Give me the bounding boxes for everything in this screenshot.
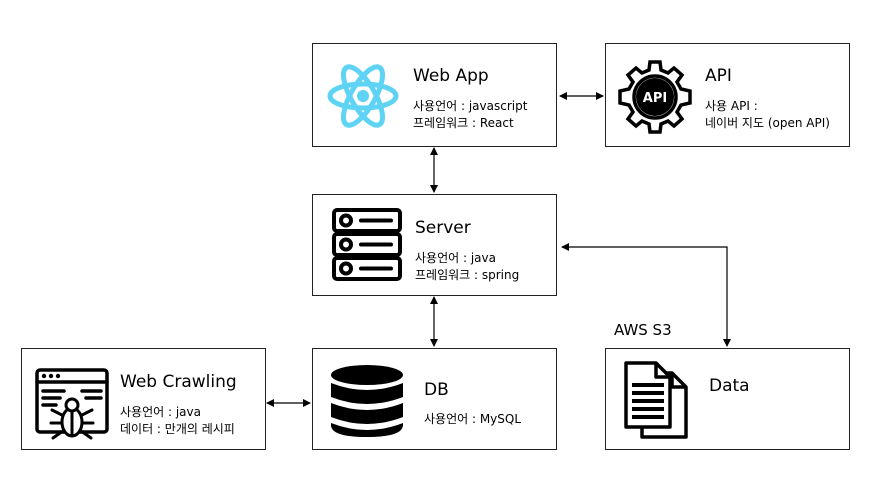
aws-s3-label: AWS S3 [614, 321, 672, 339]
react-icon [327, 64, 399, 128]
data-title: Data [709, 376, 750, 396]
db-title: DB [424, 380, 449, 400]
api-used-label: 사용 API : [705, 99, 758, 113]
api-title: API [705, 66, 732, 86]
webapp-language: 사용언어 : javascript [413, 99, 528, 113]
server-rack-icon [332, 208, 402, 281]
data-node: Data [605, 348, 850, 450]
server-framework: 프레임워크 : spring [415, 268, 520, 282]
api-node: API API 사용 API : 네이버 지도 (open API) [605, 43, 850, 147]
db-language: 사용언어 : MySQL [424, 412, 522, 426]
server-language: 사용언어 : java [415, 251, 496, 265]
webapp-title: Web App [413, 66, 489, 86]
gear-api-icon: API [618, 60, 692, 134]
crawling-language: 사용언어 : java [120, 405, 201, 419]
server-node: Server 사용언어 : java 프레임워크 : spring [312, 194, 557, 296]
crawling-source: 데이터 : 만개의 레시피 [120, 422, 235, 436]
arrow-server-data [561, 243, 731, 347]
webapp-node: Web App 사용언어 : javascript 프레임워크 : React [312, 43, 557, 147]
browser-bug-icon [35, 368, 109, 440]
database-icon [331, 365, 403, 437]
webapp-framework: 프레임워크 : React [413, 116, 514, 130]
server-title: Server [415, 218, 471, 238]
db-node: DB 사용언어 : MySQL [312, 348, 557, 450]
crawling-title: Web Crawling [120, 372, 237, 392]
api-used-value: 네이버 지도 (open API) [705, 116, 830, 130]
documents-icon [624, 361, 688, 439]
gear-api-text: API [643, 91, 667, 106]
crawling-node: Web Crawling 사용언어 : java 데이터 : 만개의 레시피 [21, 348, 266, 450]
